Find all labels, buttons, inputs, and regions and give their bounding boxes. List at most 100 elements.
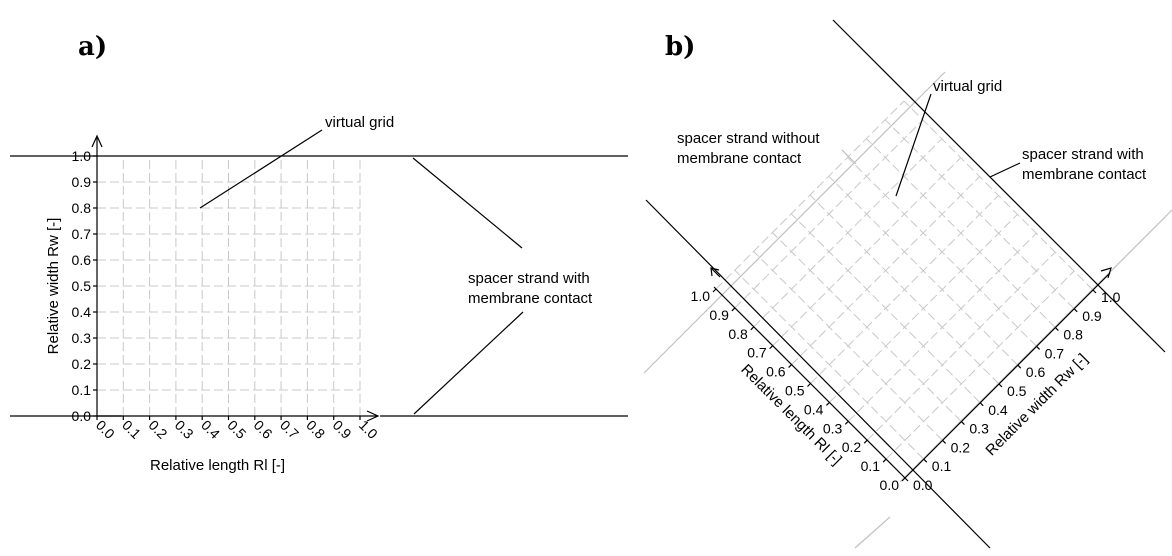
width-tick-mark [1054,327,1059,332]
grid-line-diagonal [809,194,1000,385]
grid-line-diagonal [847,157,1037,347]
panel-b-length-axis-title: Relative length Rl [-] [737,361,845,469]
panel-b-strand-without-contact-right [899,209,1172,483]
width-tick-label: 0.5 [1007,383,1027,399]
panel-b-strand-without-contact-lower [854,516,891,549]
panel-b-annotation-virtual-grid: virtual grid [933,78,1002,95]
x-tick-label: 0.3 [172,417,197,442]
length-tick-label: 0.2 [842,439,862,455]
panel-b-annotation-contact-line1: spacer strand with [1022,146,1144,163]
y-tick-label: 0.3 [72,330,92,346]
width-tick-label: 0.3 [969,421,989,437]
length-tick-mark [901,477,906,482]
grid-line-diagonal [828,175,1019,366]
panel-a-x-axis-title: Relative length Rl [-] [150,457,285,474]
length-tick-label: 0.3 [823,420,843,436]
y-tick-label: 0.5 [72,278,92,294]
y-tick-label: 1.0 [72,148,92,164]
length-tick-label: 0.4 [804,401,824,417]
width-tick-label: 1.0 [1101,289,1121,305]
width-tick-mark [904,477,909,482]
y-tick-label: 0.6 [72,252,92,268]
length-tick-mark [825,401,830,406]
length-tick-mark [750,326,755,331]
panel-a-x-axis-arrow [366,410,380,422]
panel-b-leader-contact [989,162,1021,178]
width-tick-label: 0.8 [1063,327,1083,343]
x-tick-label: 0.5 [224,417,249,442]
width-tick-label: 0.9 [1082,308,1102,324]
panel-a-annotation-virtual-grid: virtual grid [325,114,394,131]
length-tick-label: 1.0 [691,288,711,304]
width-tick-label: 0.0 [913,477,933,493]
width-tick-mark [923,458,928,463]
width-tick-label: 0.7 [1045,345,1065,361]
x-tick-label: 0.2 [145,417,170,442]
length-tick-label: 0.6 [766,364,786,380]
panel-b-strand-with-contact-lower [645,199,991,549]
width-tick-mark [1092,289,1097,294]
width-tick-mark [1017,364,1022,369]
panel-a-leader-contact-bottom [413,311,524,415]
panel-a: a) 0.00.10.20.30.40.50.60.70.80.91.0 0.0… [10,32,628,474]
width-tick-mark [1073,308,1078,313]
panel-b-length-axis-arrow-stem [710,267,721,278]
x-tick-label: 0.7 [277,417,302,442]
panel-a-virtual-grid [97,155,361,416]
length-tick-mark [788,364,793,369]
width-tick-label: 0.1 [932,458,952,474]
y-tick-label: 0.4 [72,304,92,320]
length-tick-mark [731,307,736,312]
length-tick-mark [844,420,849,425]
panel-b-length-tick-labels: 0.0 0.1 0.2 0.3 0.4 0.5 0.6 0.7 0.8 0.9 1.0 [691,288,906,493]
panel-b-strand-without-contact-upper [643,71,946,374]
y-tick-label: 0.8 [72,200,92,216]
grid-line-diagonal [734,119,924,309]
panel-b-leader-virtual-grid [895,93,932,197]
width-tick-mark [998,383,1003,388]
length-tick-label: 0.0 [880,477,900,493]
length-tick-mark [712,288,717,293]
y-tick-label: 0.0 [72,408,92,424]
x-tick-label: 0.6 [251,417,276,442]
width-tick-mark [942,439,947,444]
grid-line-diagonal [715,100,905,290]
panel-a-y-axis-arrow [91,134,103,148]
panel-a-y-axis-title: Relative width Rw [-] [45,218,62,355]
width-tick-mark [960,421,965,426]
panel-a-label: a) [78,32,107,62]
panel-b-width-axis [904,272,1111,479]
length-tick-label: 0.9 [709,307,729,323]
panel-b: b) 0.00.10.20.30.40.50.60.70.80.91.0 0.0… [643,19,1172,549]
y-tick-label: 0.2 [72,356,92,372]
panel-a-leader-virtual-grid [199,129,323,209]
length-tick-label: 0.5 [785,383,805,399]
length-tick-label: 0.1 [861,458,881,474]
length-tick-mark [882,458,887,463]
width-tick-label: 0.2 [951,439,971,455]
panel-b-virtual-grid [715,100,1094,460]
length-tick-mark [807,383,811,387]
grid-line-diagonal [791,176,980,365]
length-tick-mark [769,345,774,350]
x-tick-label: 1.0 [356,417,381,442]
x-tick-label: 0.9 [330,417,355,442]
width-tick-mark [979,402,984,407]
length-tick-mark [863,439,868,444]
grid-line-diagonal [866,138,1056,328]
panel-b-leader-no-contact [841,149,857,165]
length-tick-label: 0.8 [728,326,748,342]
length-tick-label: 0.7 [747,345,767,361]
x-tick-label: 0.4 [198,417,223,442]
x-tick-label: 0.8 [303,417,328,442]
grid-line-diagonal [903,100,1094,291]
panel-b-annotation-contact-line2: membrane contact [1022,166,1147,183]
width-tick-label: 0.4 [988,402,1008,418]
panel-a-annotation-contact-line2: membrane contact [468,290,593,307]
panel-b-annotation-no-contact-line2: membrane contact [677,150,802,167]
panel-b-annotation-no-contact-line1: spacer strand without [677,130,820,147]
x-tick-label: 0.1 [119,417,144,442]
width-tick-mark [1036,345,1041,350]
grid-line-diagonal [884,119,1075,310]
